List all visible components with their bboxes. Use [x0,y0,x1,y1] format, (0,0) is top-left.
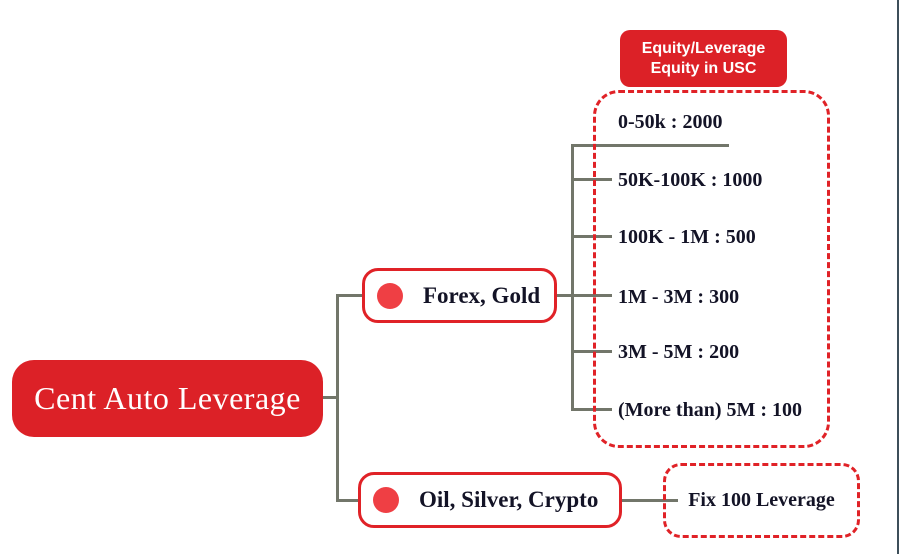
connector-tier-1 [571,178,612,181]
tier-label-0: 0-50k : 2000 [618,111,723,133]
tier-label-4: 3M - 5M : 200 [618,341,740,363]
connector-root-horizontal [321,396,338,399]
connector-oil-to-fix [620,499,678,502]
equity-leverage-header-badge: Equity/Leverage Equity in USC [620,30,787,87]
branch-label-forex-gold: Forex, Gold [423,282,541,308]
equity-tiers-panel [593,90,830,448]
tier-label-1: 50K-100K : 1000 [618,169,763,191]
connector-to-oil [336,499,360,502]
connector-tier-5 [571,408,612,411]
root-node-label: Cent Auto Leverage [34,380,301,416]
connector-to-forex [336,294,364,297]
header-line2: Equity in USC [650,59,757,77]
branch-node-oil-silver-crypto: Oil, Silver, Crypto [358,472,622,528]
root-node-cent-auto-leverage: Cent Auto Leverage [12,360,323,437]
connector-trunk-tiers [571,144,574,411]
connector-tier-4 [571,350,612,353]
branch-node-forex-gold: Forex, Gold [362,268,557,323]
window-edge-line [897,0,899,554]
fix-leverage-label: Fix 100 Leverage [688,489,835,511]
connector-trunk-branches [336,294,339,502]
fix-leverage-box: Fix 100 Leverage [663,463,860,538]
connector-tier-3 [571,294,612,297]
tier-label-2: 100K - 1M : 500 [618,226,756,248]
branch-label-oil-silver-crypto: Oil, Silver, Crypto [419,487,599,512]
tier-label-5: (More than) 5M : 100 [618,399,803,421]
connector-tier-2 [571,235,612,238]
red-dot-icon [373,487,399,513]
connector-forex-out [555,294,573,297]
red-dot-icon [377,282,403,309]
header-line1: Equity/Leverage [641,39,766,57]
connector-tier-0 [571,144,729,147]
tier-label-3: 1M - 3M : 300 [618,286,740,308]
